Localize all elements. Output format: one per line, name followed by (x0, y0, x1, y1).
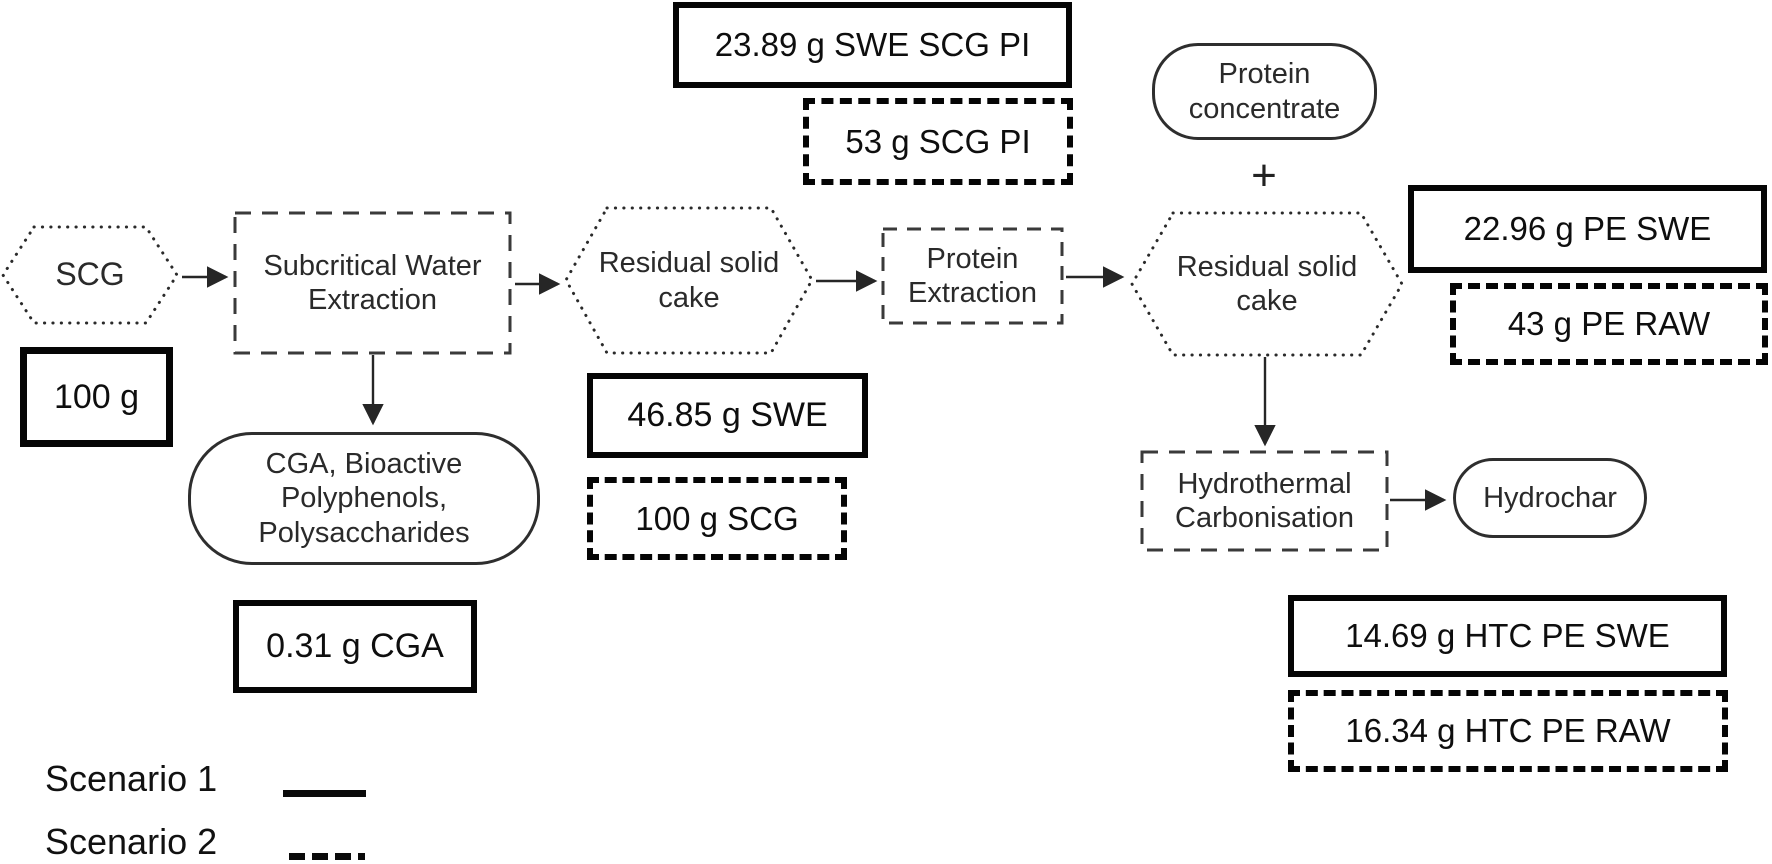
legend-scenario1-solid-line (283, 790, 366, 797)
value-box-swe-scg-pi: 23.89 g SWE SCG PI (673, 2, 1072, 88)
cga-bioactives-node: CGA, Bioactive Polyphenols, Polysacchari… (188, 432, 540, 565)
legend-dash (289, 853, 305, 860)
legend-dash (312, 853, 328, 860)
legend-dash (335, 853, 351, 860)
protein-extraction-label: Protein Extraction (908, 242, 1037, 309)
protein-concentrate-node: Protein concentrate (1152, 43, 1377, 140)
value-box-scg: 100 g SCG (587, 477, 847, 560)
legend-scenario1-label: Scenario 1 (45, 757, 218, 799)
value-box-swe: 46.85 g SWE (587, 373, 868, 458)
legend-dot (358, 853, 365, 860)
scg-node-label: SCG (55, 256, 125, 293)
subcritical-water-extraction-label: Subcritical Water Extraction (263, 249, 482, 316)
value-box-htc-pe-raw: 16.34 g HTC PE RAW (1288, 690, 1728, 772)
value-box-pe-swe: 22.96 g PE SWE (1408, 185, 1767, 273)
plus-sign: + (1251, 151, 1277, 200)
value-box-scg-pi: 53 g SCG PI (803, 98, 1073, 185)
residual-solid-cake-1-label: Residual solid cake (598, 247, 780, 314)
value-box-htc-pe-swe: 14.69 g HTC PE SWE (1288, 595, 1727, 677)
value-box-input-mass: 100 g (20, 347, 173, 447)
legend-scenario2-dashed-line (287, 853, 367, 860)
value-box-cga: 0.31 g CGA (233, 600, 477, 693)
value-box-pe-raw: 43 g PE RAW (1450, 283, 1768, 365)
legend-scenario2-label: Scenario 2 (45, 821, 218, 862)
hydrochar-node: Hydrochar (1453, 458, 1647, 538)
residual-solid-cake-2-label: Residual solid cake (1176, 250, 1358, 317)
hydrothermal-carbonisation-label: Hydrothermal Carbonisation (1175, 467, 1354, 534)
